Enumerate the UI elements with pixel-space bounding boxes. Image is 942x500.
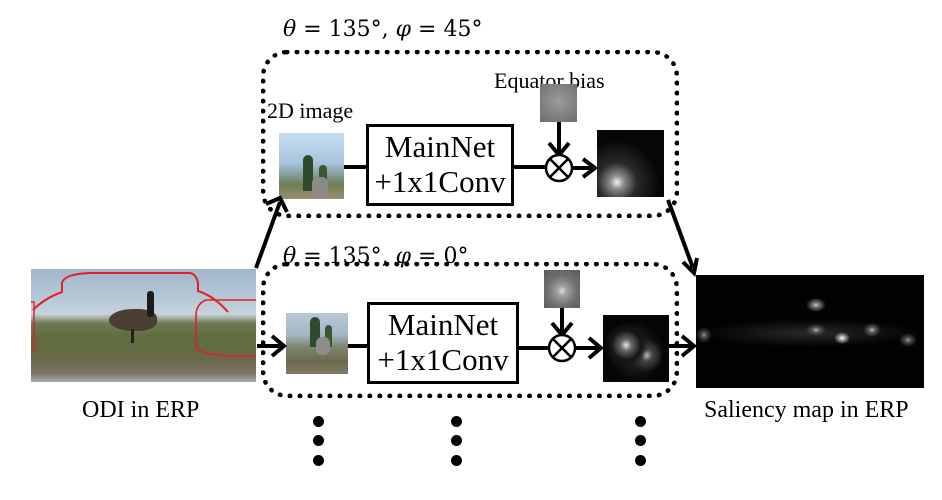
branch1-container (261, 50, 679, 218)
branch2-equator-bias-map (544, 270, 580, 308)
ellipsis-dot (635, 435, 646, 446)
branch1-angle-label: θ = 135°, φ = 45° (283, 19, 482, 41)
arrow-branch1-to-output (666, 199, 695, 269)
goose-body (109, 309, 157, 331)
branch1-mainnet-box: MainNet +1x1Conv (366, 124, 514, 206)
tree-shape (303, 155, 313, 191)
ellipsis-dot (313, 416, 324, 427)
phi-symbol: φ (395, 17, 412, 42)
goose-neck (147, 291, 154, 317)
branch2-saliency-map (603, 315, 669, 382)
tree-shape (325, 325, 332, 347)
branch1-2d-image (279, 133, 344, 199)
branch1-image-label: 2D image (267, 98, 354, 123)
input-label: ODI in ERP (82, 397, 200, 423)
ellipsis-dot (451, 416, 462, 427)
branch2-2d-image (286, 313, 348, 374)
branch1-saliency-map (597, 130, 664, 197)
network-conv: +1x1Conv (374, 164, 506, 199)
ellipsis-dot (313, 455, 324, 466)
network-name: MainNet (387, 307, 499, 343)
network-conv: +1x1Conv (377, 342, 509, 377)
ellipsis-dot (635, 416, 646, 427)
phi-value: = 45° (411, 17, 483, 42)
arrowhead (681, 257, 699, 278)
theta-value: = 135°, (296, 17, 396, 42)
goose-leg (131, 329, 134, 343)
ellipsis-dot (635, 455, 646, 466)
network-name: MainNet (384, 129, 496, 165)
arrowhead (680, 334, 698, 358)
goose-shape (312, 177, 328, 197)
theta-symbol: θ (283, 17, 297, 42)
output-saliency-erp (696, 275, 924, 388)
branch2-container (261, 262, 679, 398)
goose-shape (316, 337, 330, 355)
branch2-mainnet-box: MainNet +1x1Conv (367, 302, 519, 384)
ellipsis-dot (451, 455, 462, 466)
odi-erp-image (31, 269, 256, 382)
ellipsis-dot (451, 435, 462, 446)
tree-shape (310, 317, 320, 347)
branch1-equator-bias-map (540, 84, 577, 122)
output-label: Saliency map in ERP (704, 397, 909, 423)
ellipsis-dot (313, 435, 324, 446)
